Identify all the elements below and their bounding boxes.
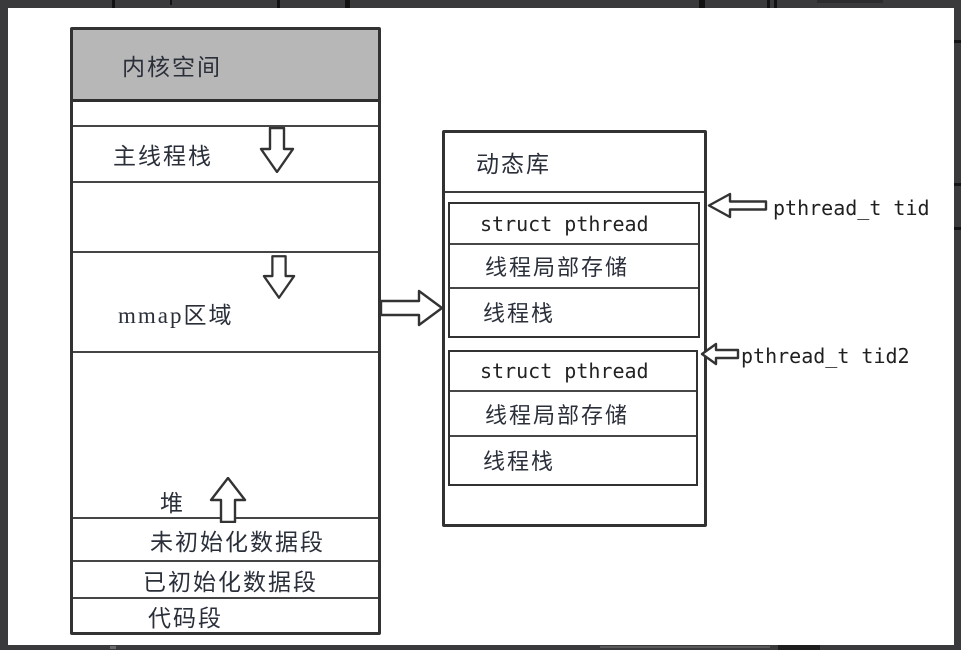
segment-mmap-region: mmap区域 <box>73 253 378 353</box>
frame-tick <box>954 40 961 43</box>
segment-label: 主线程栈 <box>113 144 213 169</box>
row-label: struct pthread <box>480 211 649 236</box>
left-arrow-icon <box>707 192 768 219</box>
frame-smudge <box>778 645 820 650</box>
frame-tick <box>954 183 961 186</box>
frame-tick <box>112 0 115 8</box>
left-arrow-icon <box>700 342 740 366</box>
thread-stack-row: 线程栈 <box>450 289 698 334</box>
segment-bss: 未初始化数据段 <box>73 519 378 562</box>
thread-local-storage-row: 线程局部存储 <box>450 245 698 289</box>
memory-layout-box: 内核空间 主线程栈 mmap区域 堆 未初始化数据段 已初始化数据段 代码段 <box>70 27 381 635</box>
frame-smudge <box>600 646 770 648</box>
dynamic-library-label: 动态库 <box>476 152 551 177</box>
pthread-struct-row: struct pthread <box>450 352 696 392</box>
frame-bottom <box>0 645 961 650</box>
row-label: struct pthread <box>480 359 649 383</box>
frame-tick <box>277 0 280 8</box>
frame-tick <box>170 0 172 5</box>
dynamic-library-title-row: 动态库 <box>445 133 704 193</box>
frame-smudge <box>110 646 116 649</box>
segment-label: 内核空间 <box>122 54 222 80</box>
thread-stack-row: 线程栈 <box>450 437 696 482</box>
row-label: 线程局部存储 <box>485 255 630 280</box>
segment-kernel-space: 内核空间 <box>73 30 378 102</box>
frame-smudge <box>817 0 883 3</box>
segment-data: 已初始化数据段 <box>73 562 378 599</box>
frame-top <box>0 0 961 8</box>
frame-tick <box>767 0 770 8</box>
frame-tick <box>699 0 705 8</box>
row-label: 线程栈 <box>483 448 556 474</box>
segment-empty <box>73 183 378 253</box>
pthread-struct-row: struct pthread <box>450 204 698 245</box>
pthread-tid-label: pthread_t tid <box>773 196 930 220</box>
frame-left <box>0 0 8 650</box>
row-label: 线程局部存储 <box>485 402 630 428</box>
segment-label-heap: 堆 <box>160 491 185 516</box>
frame-tick <box>774 0 777 8</box>
segment-label: 已初始化数据段 <box>143 569 318 595</box>
pthread-block-2: struct pthread 线程局部存储 线程栈 <box>448 350 698 486</box>
pthread-tid2-label: pthread_t tid2 <box>741 344 910 368</box>
right-arrow-icon <box>379 288 444 328</box>
down-arrow-icon <box>259 127 295 173</box>
frame-tick <box>954 227 961 230</box>
segment-label: 代码段 <box>148 605 223 631</box>
row-label: 线程栈 <box>483 300 556 326</box>
segment-label: mmap区域 <box>118 303 234 328</box>
up-arrow-icon <box>209 477 247 523</box>
segment-code: 代码段 <box>73 599 378 632</box>
segment-gap <box>73 102 378 127</box>
dynamic-library-box: 动态库 struct pthread 线程局部存储 线程栈 struct pth… <box>442 130 707 527</box>
pthread-block-1: struct pthread 线程局部存储 线程栈 <box>448 202 700 338</box>
thread-local-storage-row: 线程局部存储 <box>450 392 696 437</box>
segment-label: 未初始化数据段 <box>150 529 325 555</box>
segment-main-thread-stack: 主线程栈 <box>73 127 378 183</box>
down-arrow-icon <box>262 254 296 300</box>
frame-right <box>954 0 961 650</box>
frame-tick <box>345 0 350 8</box>
